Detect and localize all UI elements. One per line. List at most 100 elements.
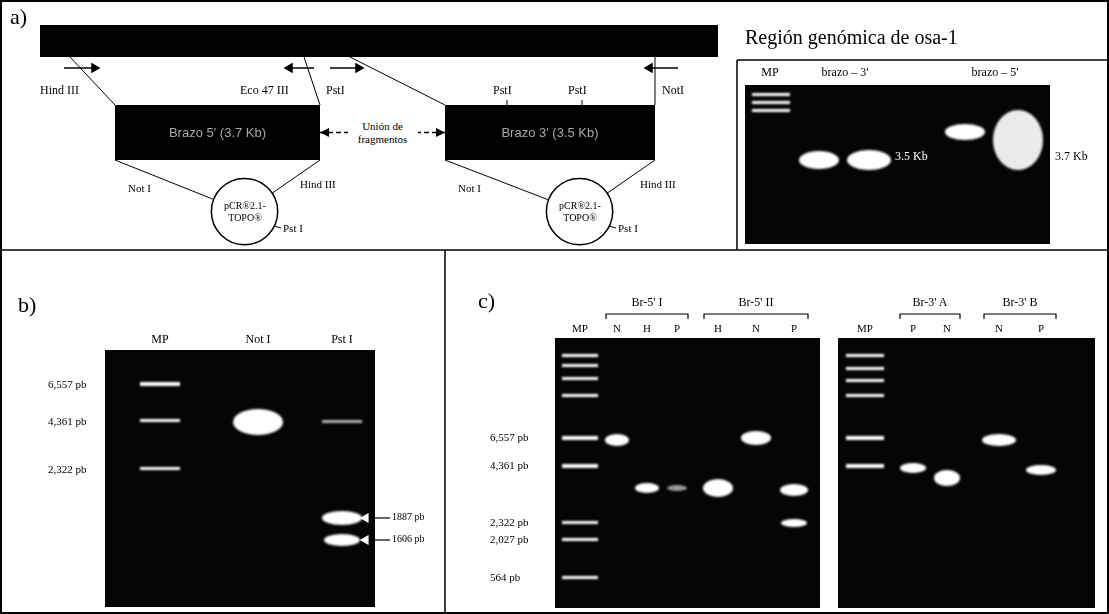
panel-letter: c): [478, 288, 495, 313]
insert-line: [70, 57, 115, 105]
gel-image: [105, 350, 375, 607]
clone-label: Br-3' B: [1003, 296, 1038, 310]
primer-arrow: [330, 67, 356, 69]
lane-label: P: [1038, 322, 1044, 335]
gel-image: [555, 338, 820, 608]
gel-image: [562, 354, 598, 357]
primer-arrow: [356, 64, 363, 72]
lane-label: N: [995, 322, 1003, 335]
site-label: PstI: [326, 84, 345, 98]
gel-image: [745, 85, 1050, 244]
gel-image: [741, 431, 771, 445]
arm-box: Brazo 5' (3.7 Kb): [115, 105, 320, 160]
region-title: Región genómica de osa-1: [745, 26, 958, 49]
marker-size: 2,322 pb: [490, 516, 529, 529]
gel-image: [1026, 465, 1056, 475]
insert-line: [350, 57, 445, 105]
marker-size: 6,557 pb: [490, 431, 529, 444]
lane-bracket: [606, 314, 1056, 319]
gel-image: [562, 394, 598, 397]
lane-label: P: [674, 322, 680, 335]
gel-image: [233, 409, 283, 435]
marker-size: 2,322 pb: [48, 463, 87, 476]
gel-image: [140, 382, 362, 546]
gel-image: [562, 538, 598, 541]
primer-arrow: [292, 67, 314, 69]
gel-image: [745, 85, 1050, 244]
lane-bracket: [606, 314, 688, 319]
lane-label: P: [791, 322, 797, 335]
lane-label: H: [714, 322, 722, 335]
gel-image: [846, 379, 884, 382]
lane-label: MP: [572, 322, 588, 335]
lane-label: MP: [761, 66, 778, 80]
gel-image: [846, 354, 1056, 486]
insert-line: [445, 160, 548, 200]
primer-arrow: [64, 67, 92, 69]
primer-arrow: [92, 64, 99, 72]
panel-frame: [0, 249, 1109, 251]
gel-image: [105, 350, 375, 607]
gel-image: [752, 109, 790, 112]
lane-label: N: [752, 322, 760, 335]
gel-image: [752, 93, 1043, 170]
marker-size: 4,361 pb: [48, 415, 87, 428]
band-pointer: [368, 517, 390, 518]
gel-image: [846, 354, 884, 357]
band-pointer: [361, 514, 368, 522]
site-label: Hind III: [640, 178, 676, 191]
gel-image: [781, 519, 807, 527]
gel-image: [140, 382, 180, 386]
guide-line: [304, 57, 320, 105]
arm-box: Brazo 3' (3.5 Kb): [445, 105, 655, 160]
lane-label: N: [943, 322, 951, 335]
gel-image: [322, 420, 362, 423]
site-label: PstI: [568, 84, 587, 98]
band-pointer: [368, 539, 390, 540]
gel-image: [562, 436, 598, 440]
gel-image: [934, 470, 960, 486]
plasmid-circle: pCR®2.1-TOPO®: [545, 177, 614, 246]
gel-image: [324, 534, 360, 546]
marker-size: 2,027 pb: [490, 533, 529, 546]
band-pointer: [361, 514, 390, 544]
arm-label: Brazo 5' (3.7 Kb): [169, 125, 266, 140]
edge-label: Unión de fragmentos: [348, 118, 418, 146]
lane-label: brazo – 3': [822, 66, 869, 80]
panel-frame: [444, 250, 446, 614]
site-label: Not I: [128, 182, 151, 195]
lane-label: brazo – 5': [972, 66, 1019, 80]
marker-size: 6,557 pb: [48, 378, 87, 391]
gel-image: [846, 436, 884, 440]
gel-image: [562, 464, 598, 468]
primer-arrow: [652, 67, 678, 69]
primer-arrow: [645, 64, 652, 72]
gel-image: [900, 463, 926, 473]
marker-size: 564 pb: [490, 571, 520, 584]
gel-image: [993, 110, 1043, 170]
lane-label: MP: [151, 333, 168, 347]
gel-image: [799, 151, 839, 169]
gel-image: [838, 338, 1095, 608]
vector-name: pCR®2.1-TOPO®: [553, 200, 607, 224]
panel-letter: a): [10, 4, 27, 29]
panel-frame: [737, 59, 1108, 61]
plasmid-circle: pCR®2.1-TOPO®: [210, 177, 279, 246]
size-label: 1606 pb: [392, 533, 425, 545]
gel-image: [780, 484, 808, 496]
gel-image: [982, 434, 1016, 446]
lane-bracket: [900, 314, 960, 319]
gel-image: [945, 124, 985, 140]
site-label: Pst I: [283, 222, 303, 235]
gel-image: [846, 464, 884, 468]
gel-image: [635, 483, 659, 493]
lane-label: N: [613, 322, 621, 335]
gel-image: [846, 367, 884, 370]
gel-image: [847, 150, 891, 170]
lane-label: MP: [857, 322, 873, 335]
gel-image: [140, 419, 180, 422]
